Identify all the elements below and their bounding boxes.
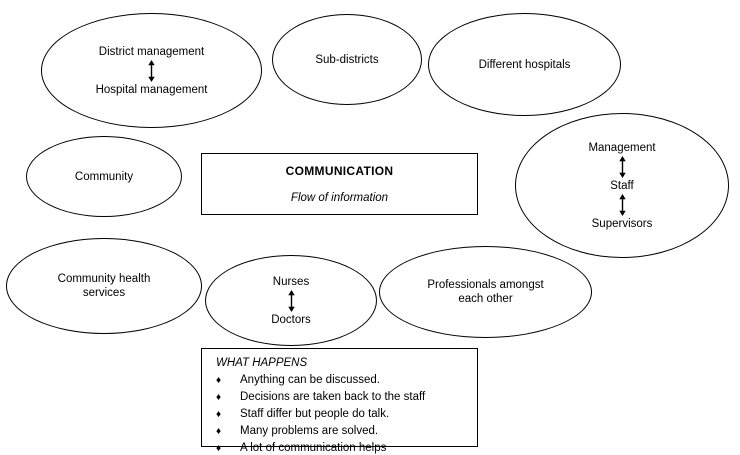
diamond-bullet-icon: ♦ [216, 443, 222, 454]
node-label-different-hospitals: Different hospitals [478, 58, 571, 71]
node-different-hospitals[interactable]: Different hospitals [428, 13, 621, 116]
node-label-community: Community [74, 170, 134, 183]
node-nurses-doctors[interactable]: Nurses Doctors [205, 255, 377, 346]
communication-box[interactable]: COMMUNICATION Flow of information [201, 153, 478, 215]
double-vertical-arrow-icon [618, 193, 626, 216]
node-district-hospital-management[interactable]: District management Hospital management [41, 13, 262, 128]
node-label-professionals-amongst-each-other: Professionals amongst each other [427, 279, 544, 305]
what-happens-list: ♦ Anything can be discussed. ♦ Decisions… [216, 372, 477, 455]
list-item: ♦ Staff differ but people do talk. [216, 406, 477, 423]
list-item-text: Anything can be discussed. [240, 374, 381, 386]
diamond-bullet-icon: ♦ [216, 392, 222, 403]
node-professionals-amongst-each-other[interactable]: Professionals amongst each other [379, 246, 592, 338]
diamond-bullet-icon: ♦ [216, 375, 222, 386]
double-vertical-arrow-icon [148, 59, 155, 82]
double-vertical-arrow-icon [618, 155, 626, 178]
what-happens-title: WHAT HAPPENS [216, 357, 308, 369]
node-sub-districts[interactable]: Sub-districts [272, 14, 422, 105]
list-item-text: Many problems are solved. [240, 425, 379, 437]
node-label-management: Management [588, 141, 656, 154]
node-management-staff-supervisors[interactable]: Management Staff Supervisors [515, 113, 729, 258]
list-item: ♦ Decisions are taken back to the staff [216, 389, 477, 406]
what-happens-box[interactable]: WHAT HAPPENS ♦ Anything can be discussed… [201, 348, 478, 454]
list-item-text: A lot of communication helps [240, 442, 387, 454]
diamond-bullet-icon: ♦ [216, 409, 222, 420]
list-item-text: Staff differ but people do talk. [240, 408, 390, 420]
communication-subtitle: Flow of information [290, 192, 389, 204]
node-label-nurses: Nurses [272, 275, 310, 288]
list-item: ♦ A lot of communication helps [216, 440, 477, 455]
node-label-supervisors: Supervisors [591, 217, 653, 230]
node-community[interactable]: Community [26, 136, 182, 217]
node-label-sub-districts: Sub-districts [315, 53, 379, 66]
node-label-staff: Staff [610, 179, 634, 192]
list-item-text: Decisions are taken back to the staff [240, 391, 426, 403]
list-item: ♦ Anything can be discussed. [216, 372, 477, 389]
node-community-health-services[interactable]: Community health services [6, 238, 202, 334]
node-label-hospital-management: Hospital management [95, 83, 208, 96]
node-label-doctors: Doctors [271, 313, 311, 326]
double-vertical-arrow-icon [287, 289, 295, 312]
communication-title: COMMUNICATION [285, 164, 394, 178]
node-label-district-management: District management [98, 45, 205, 58]
node-label-community-health-services: Community health services [57, 273, 151, 299]
list-item: ♦ Many problems are solved. [216, 423, 477, 440]
diamond-bullet-icon: ♦ [216, 426, 222, 437]
